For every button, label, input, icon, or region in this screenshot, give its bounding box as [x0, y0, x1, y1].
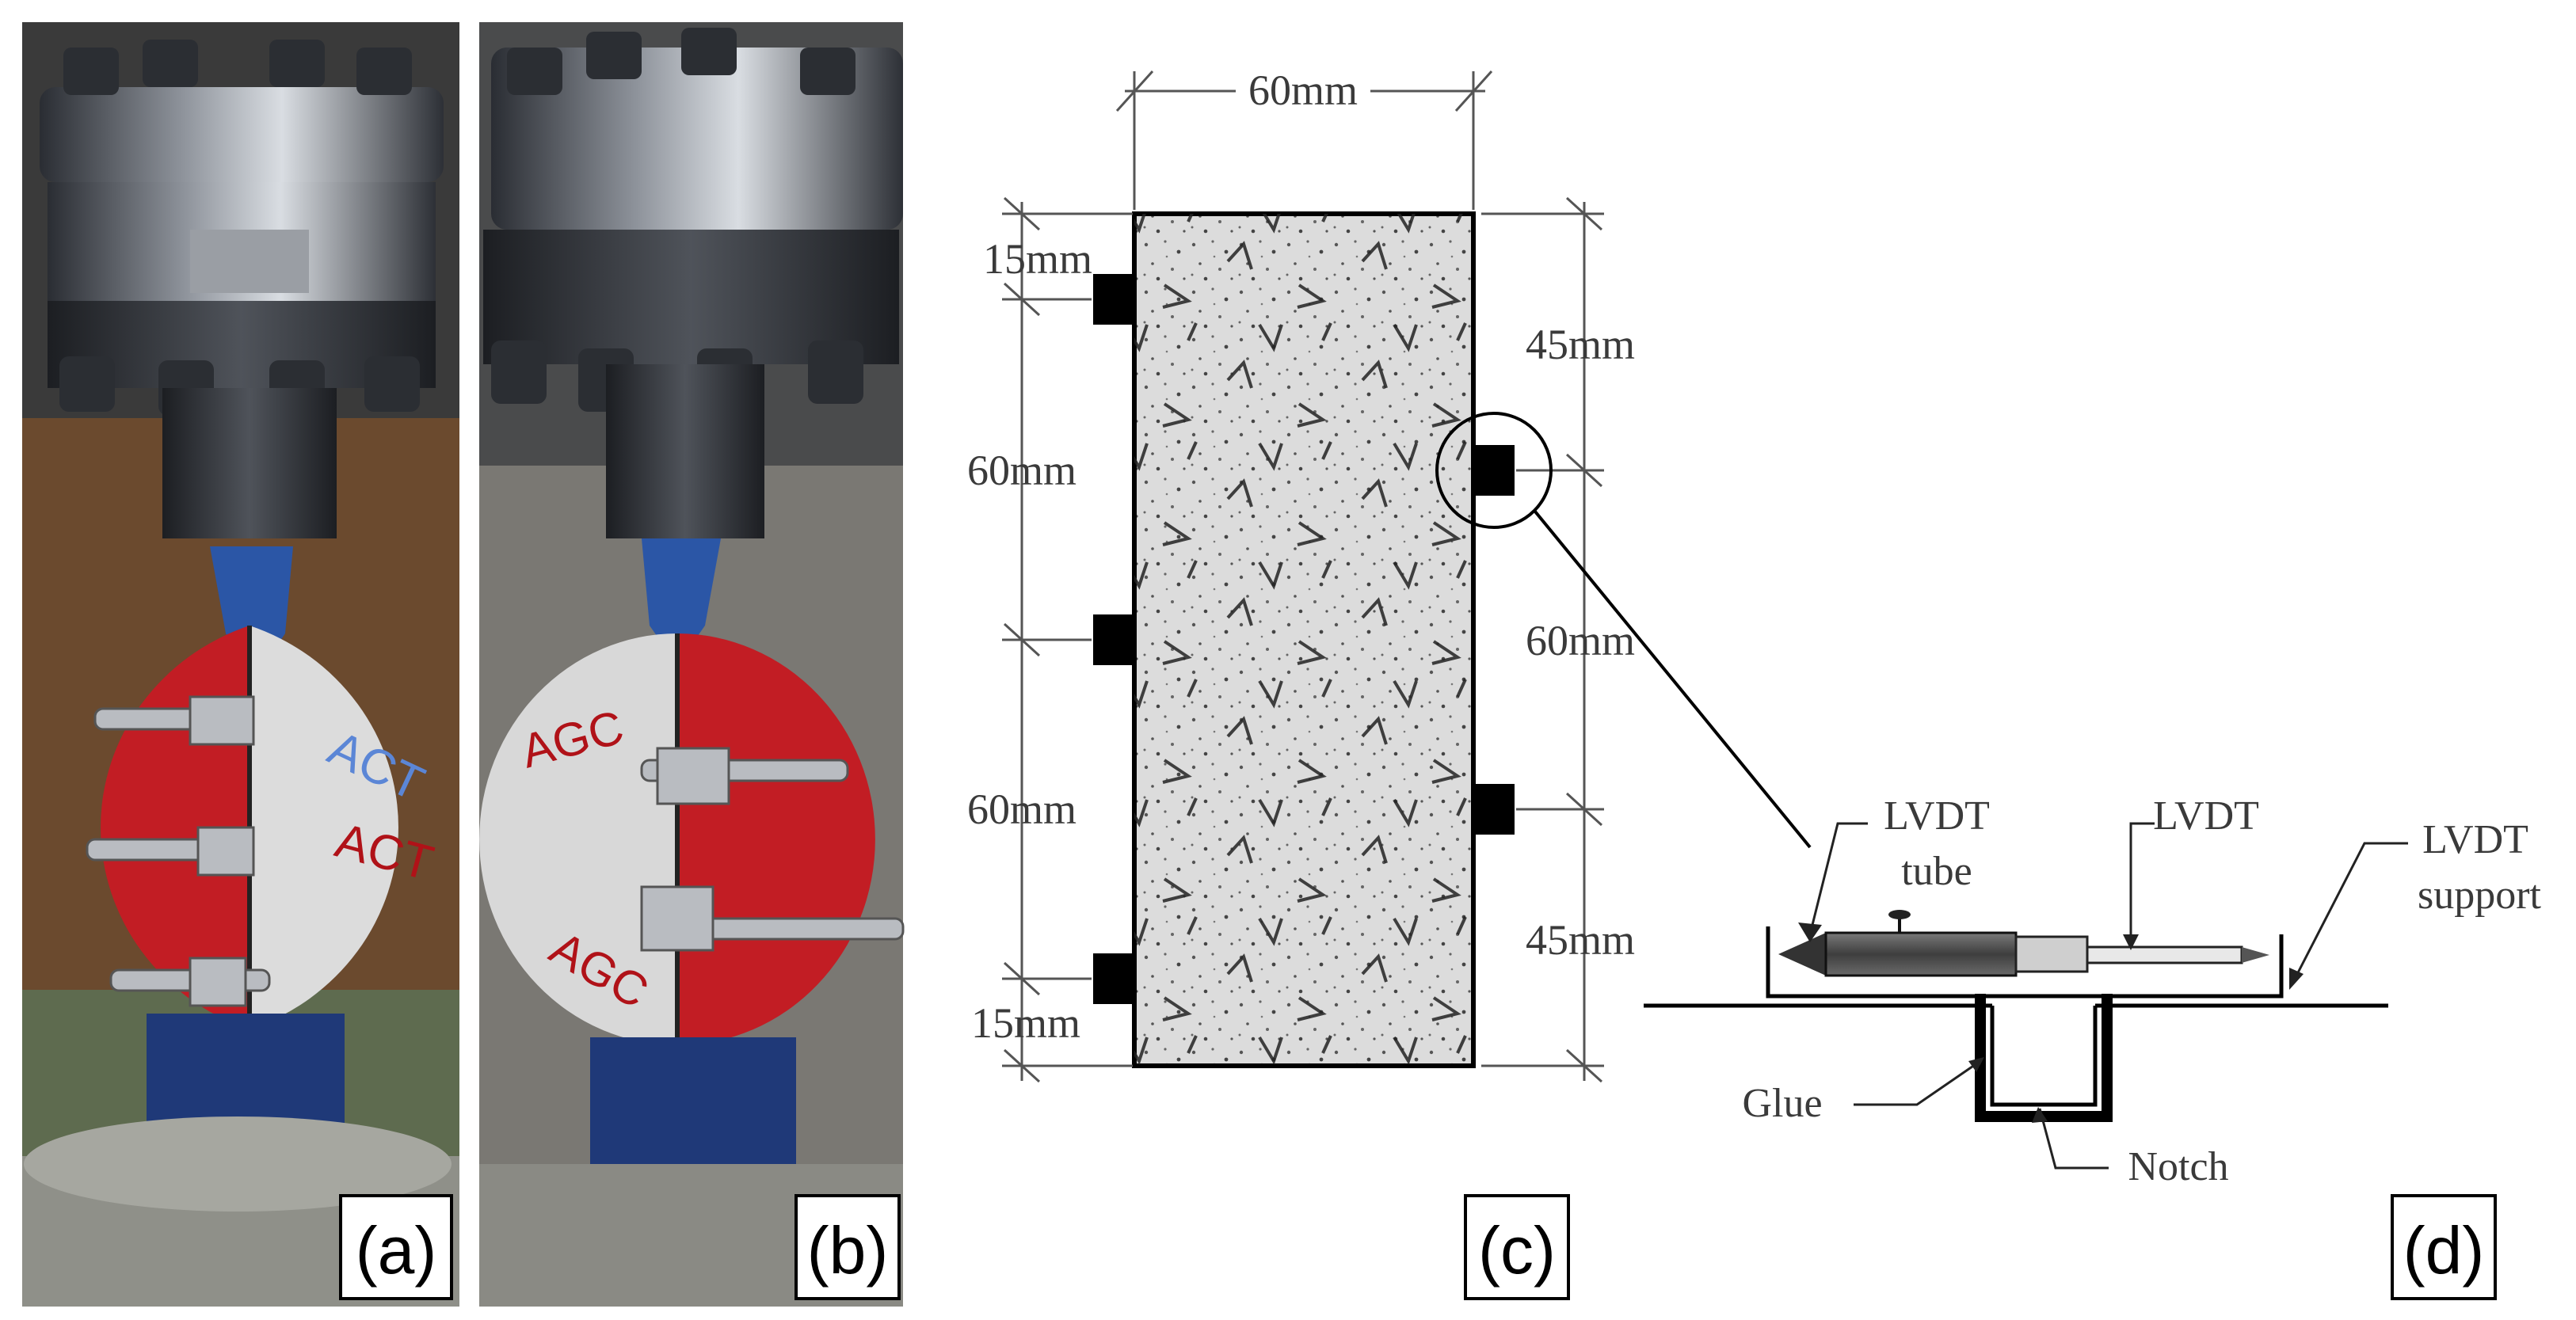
lvdt-pad-right-1 — [1475, 445, 1515, 496]
dim-left-lower: 60mm — [967, 786, 1077, 833]
dim-left-bottom: 15mm — [971, 999, 1080, 1047]
leader-glue — [1854, 1059, 1981, 1106]
panel-c-box — [1464, 1194, 1570, 1300]
lvdt-tube-tip — [1778, 933, 1826, 976]
detail-callout-circle — [1435, 412, 1553, 529]
leader-lvdt-tube — [1808, 822, 1868, 935]
panel-label-b: (b) — [807, 1213, 889, 1288]
lvdt-pad-left-3 — [1093, 953, 1133, 1004]
lvdt-pad-left-2 — [1093, 614, 1133, 665]
leader-lvdt-support — [2292, 842, 2408, 983]
photo-a: ACT ACT — [22, 22, 459, 1307]
lvdt-rod — [2086, 945, 2243, 964]
label-glue: Glue — [1742, 1081, 1822, 1126]
red-half-disc — [677, 633, 875, 1045]
lvdt-support-bracket — [1766, 926, 2284, 999]
specimen-drawing: 60mm 15mm 60mm 60mm 15mm 45mm — [967, 67, 1812, 1083]
label-lvdt-support-1: LVDT — [2422, 817, 2528, 862]
panel-label-d: (d) — [2403, 1213, 2485, 1288]
leader-notch — [2038, 1108, 2109, 1170]
dim-width: 60mm — [1248, 67, 1358, 114]
clamp-block — [190, 230, 309, 293]
label-lvdt-tube-1: LVDT — [1884, 793, 1990, 839]
dim-left-top: 15mm — [983, 235, 1092, 283]
load-head-ring — [40, 87, 444, 182]
label-lvdt-tube-2: tube — [1901, 849, 1972, 894]
glue-layer — [1975, 994, 2113, 1122]
load-head-ring — [491, 48, 903, 230]
detail-leader-line — [1534, 510, 1812, 849]
blue-wedge — [642, 538, 721, 665]
lvdt-pad-right-2 — [1475, 784, 1515, 835]
label-lvdt: LVDT — [2153, 793, 2259, 839]
panel-d-box — [2391, 1194, 2497, 1300]
label-lvdt-support-2: support — [2418, 873, 2542, 918]
photo-b: AGC AGC — [479, 22, 905, 1307]
notch — [1990, 1006, 2098, 1107]
lvdt-detail-drawing: LVDT tube LVDT LVDT support Glue Notch — [1644, 793, 2542, 1189]
lvdt-tube — [1824, 931, 2018, 977]
panel-label-c: (c) — [1478, 1213, 1556, 1288]
panel-label-a: (a) — [356, 1213, 437, 1288]
dim-left-upper: 60mm — [967, 447, 1077, 494]
lvdt-pad-left-1 — [1093, 274, 1133, 325]
grey-half-disc — [479, 633, 677, 1045]
panel-b-box — [795, 1194, 901, 1300]
panel-a-box — [339, 1194, 453, 1300]
grey-half-disc — [250, 626, 398, 1029]
dim-right-bottom: 45mm — [1526, 916, 1635, 964]
leader-lvdt — [2129, 822, 2155, 947]
dim-right-middle: 60mm — [1526, 617, 1635, 664]
label-notch: Notch — [2128, 1144, 2228, 1189]
dim-right-top: 45mm — [1526, 321, 1635, 368]
